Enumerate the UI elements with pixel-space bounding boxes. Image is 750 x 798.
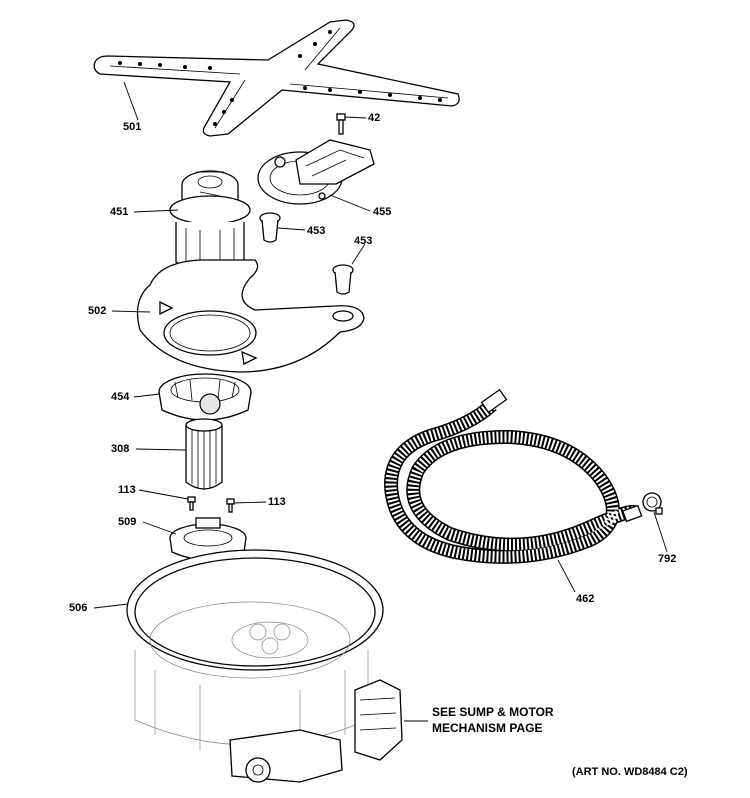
hose-clamp[interactable] xyxy=(642,492,663,515)
filter-housing[interactable] xyxy=(158,373,252,421)
note-line-1: SEE SUMP & MOTOR xyxy=(432,705,554,719)
art-number: (ART NO. WD8484 C2) xyxy=(572,766,688,778)
spray-arm-manifold[interactable] xyxy=(257,139,375,205)
callout-455: 455 xyxy=(373,206,392,218)
callout-792: 792 xyxy=(658,553,677,565)
callout-453-upper: 453 xyxy=(307,225,326,237)
callout-509: 509 xyxy=(118,516,137,528)
callout-308: 308 xyxy=(111,443,130,455)
callout-501: 501 xyxy=(123,121,142,133)
note-line-2: MECHANISM PAGE xyxy=(432,721,543,735)
sump-motor-note: SEE SUMP & MOTOR MECHANISM PAGE xyxy=(432,704,554,736)
callout-453-lower: 453 xyxy=(354,235,373,247)
fine-filter-plate[interactable] xyxy=(136,259,365,373)
screw-113-right[interactable] xyxy=(226,498,235,513)
sump-assembly-ghost xyxy=(134,601,403,783)
tub-gasket[interactable] xyxy=(126,549,384,671)
filter-assembly[interactable] xyxy=(169,170,251,273)
plug-453-lower[interactable] xyxy=(332,264,354,295)
callout-113-left: 113 xyxy=(118,484,136,496)
callout-454: 454 xyxy=(111,391,130,403)
callout-113-right: 113 xyxy=(268,496,286,508)
screw-part-42[interactable] xyxy=(336,113,346,135)
callout-42: 42 xyxy=(368,112,381,124)
callout-462: 462 xyxy=(576,593,595,605)
upper-spray-arm[interactable] xyxy=(93,19,460,137)
coarse-filter[interactable] xyxy=(185,418,223,490)
plug-453-upper[interactable] xyxy=(259,212,281,243)
screw-113-left[interactable] xyxy=(187,496,196,511)
callout-502: 502 xyxy=(88,305,107,317)
callout-451: 451 xyxy=(110,206,129,218)
callout-506: 506 xyxy=(69,602,88,614)
leader-lines xyxy=(93,81,668,722)
drain-hose[interactable] xyxy=(384,388,643,564)
